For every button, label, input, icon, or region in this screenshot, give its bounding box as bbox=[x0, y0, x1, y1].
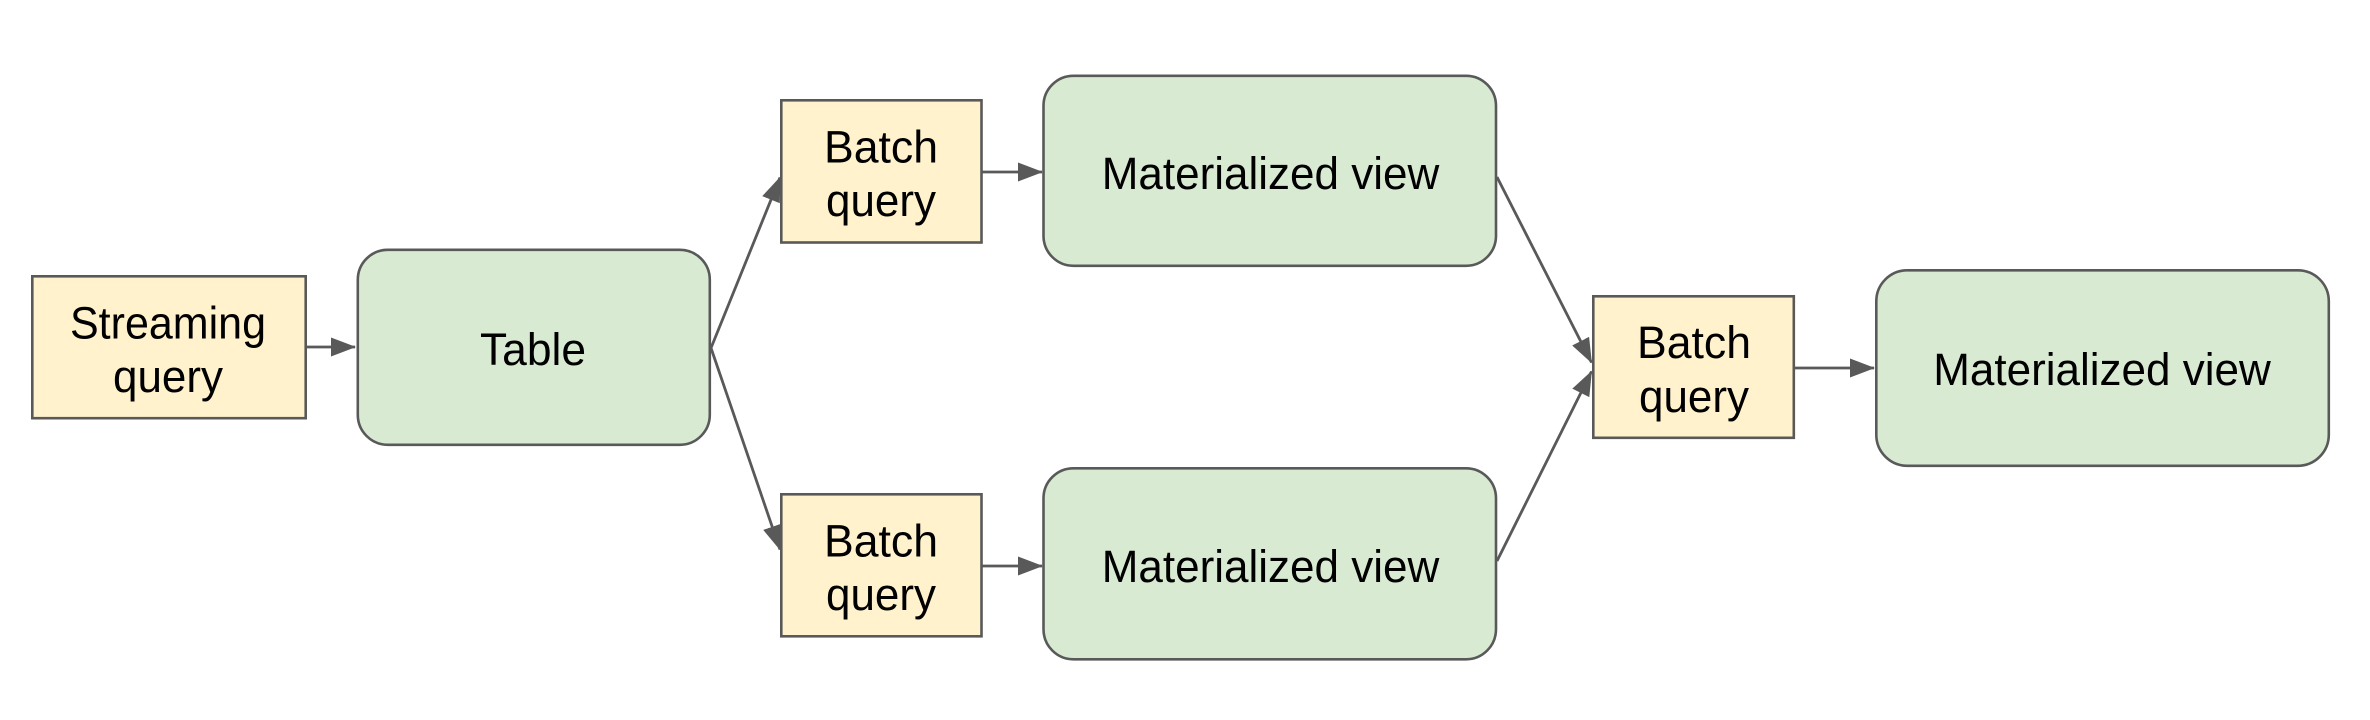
svg-text:Materialized view: Materialized view bbox=[1102, 148, 1440, 199]
svg-text:Batch: Batch bbox=[824, 122, 938, 173]
svg-text:Materialized view: Materialized view bbox=[1102, 541, 1440, 592]
svg-text:query: query bbox=[826, 175, 936, 226]
svg-text:Batch: Batch bbox=[1637, 317, 1751, 368]
svg-text:Batch: Batch bbox=[824, 516, 938, 567]
svg-text:query: query bbox=[826, 569, 936, 620]
svg-text:query: query bbox=[113, 351, 223, 402]
svg-text:query: query bbox=[1639, 371, 1749, 422]
svg-text:Streaming: Streaming bbox=[70, 298, 266, 349]
svg-text:Materialized view: Materialized view bbox=[1933, 344, 2271, 395]
svg-text:Table: Table bbox=[480, 324, 586, 375]
